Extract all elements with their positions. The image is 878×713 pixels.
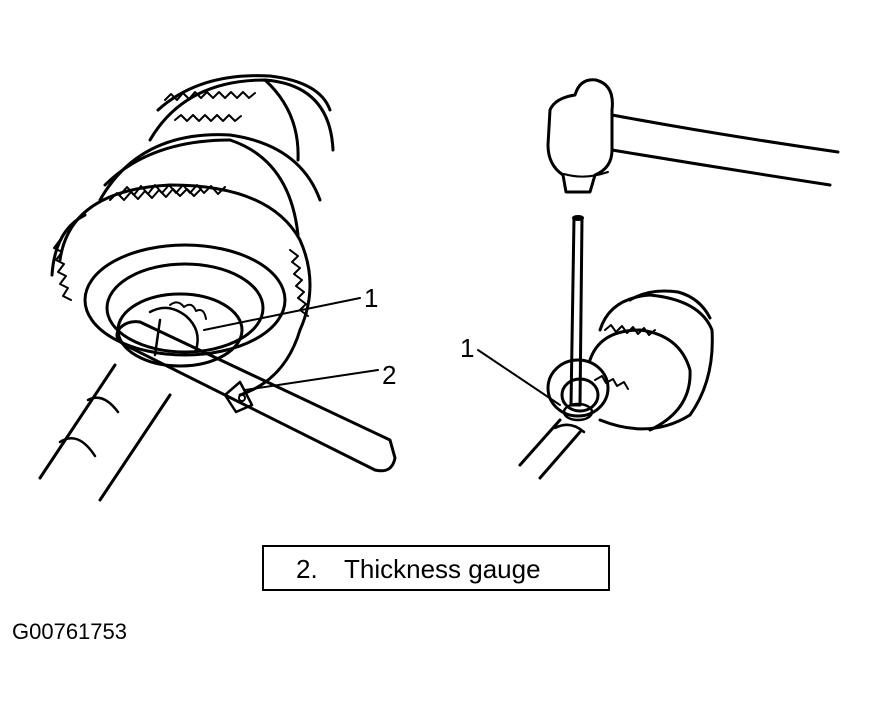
legend-entry: 2. Thickness gauge — [296, 555, 541, 584]
hammer-icon — [546, 78, 840, 194]
legend-number: 2. — [296, 554, 318, 584]
right-shaft — [518, 402, 594, 480]
callout-right-1: 1 — [460, 333, 475, 363]
right-assembly — [477, 78, 840, 480]
leader-line-left-2 — [244, 369, 379, 391]
left-back-gear — [148, 74, 335, 162]
thickness-gauge-blade — [115, 318, 397, 473]
figure-id: G00761753 — [12, 619, 127, 644]
left-gear-assembly — [38, 74, 397, 502]
left-hub — [83, 243, 287, 368]
punch-rod — [569, 215, 584, 407]
callout-left-1: 1 — [364, 283, 379, 313]
left-front-gear — [50, 183, 312, 397]
legend-label: Thickness gauge — [344, 554, 541, 584]
right-gear — [546, 289, 714, 432]
left-main-shaft — [38, 363, 172, 502]
legend-box: 2. Thickness gauge — [262, 545, 610, 591]
leader-line-right-1 — [477, 349, 561, 406]
callout-left-2: 2 — [382, 360, 397, 390]
leader-line-left-1 — [203, 297, 361, 331]
